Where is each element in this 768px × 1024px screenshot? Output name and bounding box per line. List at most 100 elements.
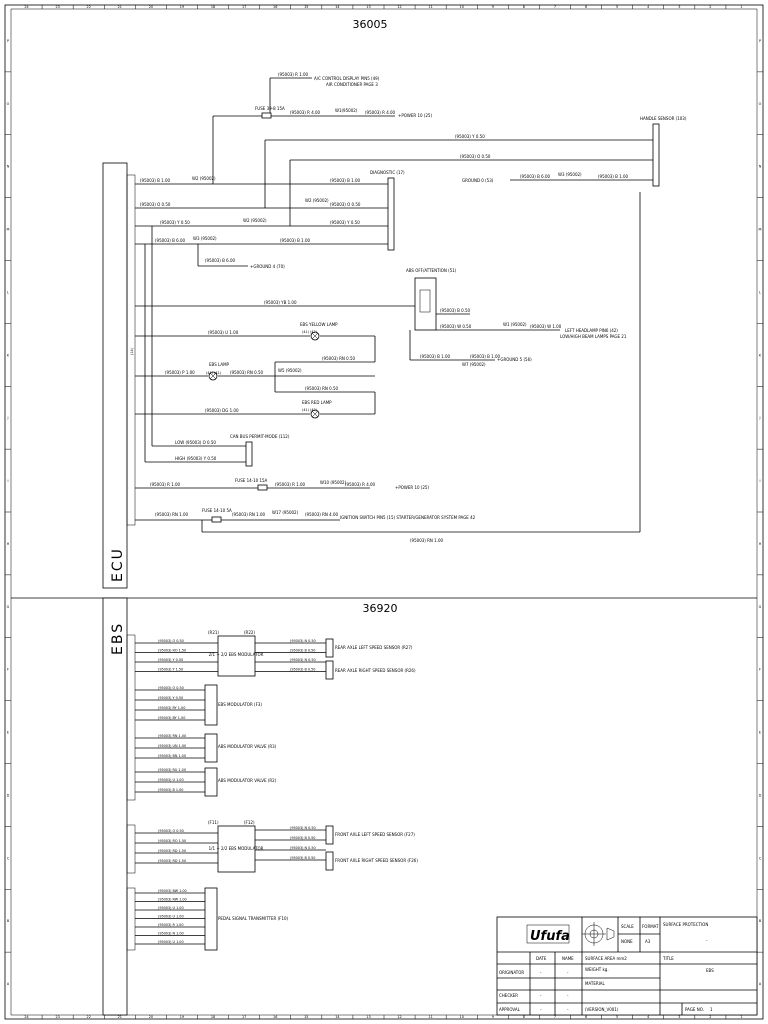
frame-number: 16 — [273, 5, 277, 9]
label-ignition: IGNITION SWITCH PIN5 (15) STARTER/GENERA… — [340, 515, 476, 520]
frame-number: 11 — [428, 1015, 432, 1019]
label-fuse3-code: (95003) RN 1.00 — [155, 512, 189, 517]
tb-surface-area-label: SURFACE AREA mm2 — [585, 956, 627, 961]
label-fuse3-r: (95003) RN 4.00 — [305, 512, 339, 517]
label-lamp-ebs-ret: (95003) RN 0.50 — [230, 370, 264, 375]
title-block — [496, 916, 758, 1016]
ebs-wire-label: (95003) B 0.50 — [290, 856, 315, 860]
tb-title-label: TITLE — [662, 956, 674, 961]
frame-number: 20 — [149, 5, 153, 9]
label-ground-5: +GROUND 5 (56) — [497, 357, 532, 362]
ebs-wire-label: (95003) U 1.00 — [158, 940, 184, 944]
frame-number: 5 — [616, 5, 618, 9]
upper-sheet-id: 36005 — [353, 18, 388, 31]
frame-letter: K — [7, 353, 10, 357]
frame-number: 12 — [397, 5, 401, 9]
tb-orig-date: - — [540, 970, 542, 975]
label-lamp-yellow-pins: (41) (42) — [302, 330, 318, 334]
ebs-wire-label: (95003) O 0.50 — [158, 686, 184, 690]
label-lamp-ebs: EBS LAMP — [209, 362, 230, 367]
frame-number: 23 — [55, 1015, 59, 1019]
frame-number: 6 — [585, 1015, 587, 1019]
label-rear-left: REAR AXLE LEFT SPEED SENSOR (R27) — [335, 645, 413, 650]
ebs-wire-label: (95003) B 0.50 — [290, 668, 315, 672]
tb-approval: APPROVAL — [499, 1007, 521, 1012]
frame-letter: G — [7, 605, 10, 609]
frame-number: 15 — [304, 1015, 308, 1019]
modulator-front — [217, 825, 256, 873]
tb-surface-prot-label: SURFACE PROTECTION — [663, 922, 708, 927]
label-can-high: HIGH (95003) Y 0.50 — [175, 456, 217, 461]
ebs-wire-label: (95003) U 1.00 — [158, 906, 184, 910]
label-lamp-ebs-pins: (41) (41) — [206, 371, 222, 375]
label-ecu-w5-r: (95003) B 1.00 — [280, 238, 311, 243]
label-abs-relay: ABS OFF/ATTENTION (51) — [406, 268, 457, 273]
label-ground-4: +GROUND 4 (70) — [250, 264, 285, 269]
ebs-wire-label: (95003) N 0.50 — [290, 639, 316, 643]
tb-checker: CHECKER — [499, 993, 518, 998]
ebs-block-1 — [126, 634, 136, 801]
frame-number: 12 — [397, 1015, 401, 1019]
label-ecu-w2: W2 (95002) — [305, 198, 329, 203]
label-fuse2-l: (95003) R 1.00 — [275, 482, 306, 487]
tb-name-label: NAME — [562, 956, 574, 961]
abs-relay-inner — [419, 289, 431, 313]
label-valve-r2: ABS MODULATOR VALVE (R2) — [218, 778, 277, 783]
frame-number: 22 — [87, 1015, 91, 1019]
ebs-wire-label: (95003) BY 1.00 — [158, 716, 185, 720]
tb-format-value: A3 — [645, 939, 651, 944]
frame-number: 21 — [118, 5, 122, 9]
tb-page-label: PAGE NO. — [685, 1007, 704, 1012]
ebs-wire-label: (95003) N 1.00 — [158, 932, 184, 936]
frame-number: 2 — [709, 1015, 711, 1019]
label-transmitter: PEDAL SIGNAL TRANSMITTER (F10) — [218, 916, 289, 921]
fuse-1 — [261, 112, 272, 119]
ebs-wire-label: (95003) BW 1.00 — [158, 889, 187, 893]
frame-tick-marks — [5, 5, 763, 1019]
ebs-wire-label: (95003) O 0.50 — [158, 639, 184, 643]
label-diagnostic: DIAGNOSTIC (17) — [370, 170, 405, 175]
label-mod2-pin-a: (F11) — [208, 820, 219, 825]
label-fuse2-mid: W10 (95002) — [320, 480, 347, 485]
ebs-wire-label: (95003) RD 1.50 — [158, 859, 186, 863]
label-w-b600: (95003) B 6.00 — [520, 174, 551, 179]
label-ecu-w4: (95003) Y 0.50 — [160, 220, 190, 225]
ebs-connector — [102, 597, 128, 1016]
frame-letter: A — [759, 982, 762, 986]
frame-number: 4 — [647, 1015, 649, 1019]
ebs-wire-label: (95003) N 0.50 — [290, 658, 316, 662]
ecu-wires — [135, 77, 660, 533]
label-left-headlamp: LEFT HEADLAMP PIN6 (42) — [565, 328, 618, 333]
frame-letter: E — [7, 731, 9, 735]
svg-text:Ufufa: Ufufa — [530, 929, 570, 944]
label-can-bus: CAN BUS PERMIT-MODE (112) — [230, 434, 290, 439]
ebs-wire-label: (95003) U 1.00 — [158, 778, 184, 782]
label-bottom-wire: (95003) RN 1.00 — [410, 538, 444, 543]
frame-letter: N — [7, 165, 10, 169]
ebs-wire-label: (95003) RO 1.50 — [158, 839, 186, 843]
frame-letter: I — [8, 479, 9, 483]
label-relay-b100-mid: W7 (95002) — [462, 362, 486, 367]
label-lamp-ebs-r: (95003) RN 0.50 — [305, 386, 339, 391]
label-relay-w-mid: W1 (95002) — [503, 322, 527, 327]
label-fuse-1: FUSE 39-8 15A — [255, 106, 285, 111]
label-can-low: LOW (95003) O 0.50 — [175, 440, 216, 445]
frame-letter: L — [759, 290, 761, 294]
frame-letter: D — [7, 793, 10, 797]
tb-material-label: MATERIAL — [585, 981, 606, 986]
label-ac-display: A/C CONTROL DISPLAY PIN5 (49) — [314, 76, 380, 81]
frame-number: 10 — [460, 1015, 464, 1019]
ebs-wire-label: (95003) RN 1.00 — [158, 734, 186, 738]
ebs-wire-label: (95003) RU 1.00 — [158, 768, 186, 772]
tb-check-name: - — [567, 993, 569, 998]
label-w3-spec2: (95003) B 1.00 — [598, 174, 629, 179]
lower-sheet-id: 36920 — [363, 602, 398, 615]
tb-weight-label: WEIGHT kg. — [585, 967, 609, 972]
label-ecu-w1: (95003) B 1.00 — [140, 178, 171, 183]
frame-letter: H — [759, 542, 762, 546]
frame-number: 3 — [678, 5, 680, 9]
label-rear-right: REAR AXLE RIGHT SPEED SENSOR (R26) — [335, 668, 416, 673]
frame-letter: A — [7, 982, 10, 986]
frame-number: 8 — [523, 5, 525, 9]
